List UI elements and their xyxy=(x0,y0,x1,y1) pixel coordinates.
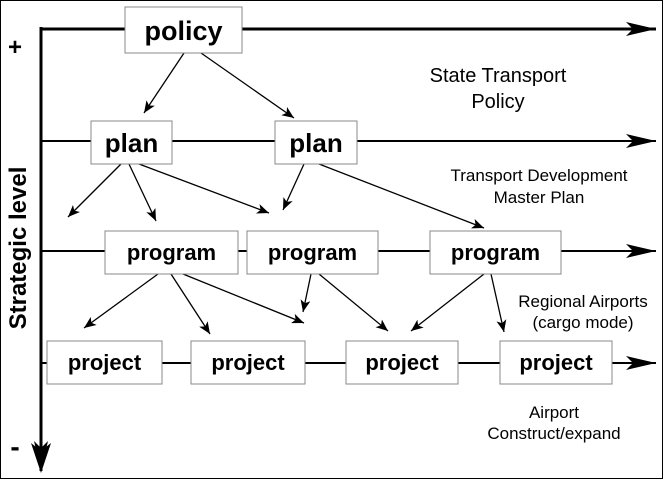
annotation-project-line1: Airport xyxy=(529,403,579,422)
annotation-policy-line2: Policy xyxy=(471,91,524,113)
annotation-plan-line2: Master Plan xyxy=(494,188,585,207)
annotation-program-line2: (cargo mode) xyxy=(532,313,633,332)
annotation-policy-line1: State Transport xyxy=(430,65,567,87)
arrow-plan1-program2 xyxy=(138,163,270,214)
node-project-3: project xyxy=(345,340,459,385)
arrow-plan1-program1 xyxy=(128,163,157,222)
arrow-program1-project2 xyxy=(170,273,211,335)
node-program-3: program xyxy=(429,230,562,275)
node-plan-1: plan xyxy=(90,120,173,165)
arrow-program3-project4 xyxy=(490,273,507,333)
arrow-program2-project3c xyxy=(318,273,389,332)
node-project-1: project xyxy=(46,340,163,385)
arrow-plan2-program2 xyxy=(282,163,305,211)
node-project-4: project xyxy=(499,340,613,385)
arrow-program1-project1 xyxy=(83,273,159,329)
arrow-policy-plan2 xyxy=(200,52,295,119)
axis-arrow-head xyxy=(31,443,51,473)
node-project-1-label: project xyxy=(68,350,142,375)
node-program-2: program xyxy=(246,230,379,275)
axis-label: Strategic level xyxy=(5,167,32,330)
annotation-project-line2: Construct/expand xyxy=(487,424,620,443)
node-project-2-label: project xyxy=(211,350,285,375)
axis-minus-sign: - xyxy=(10,431,19,462)
node-policy: policy xyxy=(124,6,243,54)
node-plan-2-label: plan xyxy=(289,128,342,158)
arrow-policy-plan1 xyxy=(143,52,185,114)
node-policy-label: policy xyxy=(144,16,222,46)
annotation-plan-line1: Transport Development xyxy=(450,166,627,185)
arrow-program2-project3b xyxy=(300,273,312,313)
axis-plus-sign: + xyxy=(8,34,22,61)
arrow-plan1-left xyxy=(67,163,122,218)
node-project-2: project xyxy=(190,340,306,385)
arrow-program3-project3 xyxy=(410,273,485,332)
arrow-program1-project3a xyxy=(182,273,305,324)
arrow-plan2-program3 xyxy=(318,163,485,229)
node-plan-1-label: plan xyxy=(105,128,158,158)
node-program-3-label: program xyxy=(451,240,540,265)
node-project-3-label: project xyxy=(365,350,439,375)
node-program-1-label: program xyxy=(127,240,216,265)
node-program-2-label: program xyxy=(268,240,357,265)
node-plan-2: plan xyxy=(274,120,358,165)
node-program-1: program xyxy=(104,230,239,275)
annotation-program-line1: Regional Airports xyxy=(518,292,647,311)
node-project-4-label: project xyxy=(519,350,593,375)
